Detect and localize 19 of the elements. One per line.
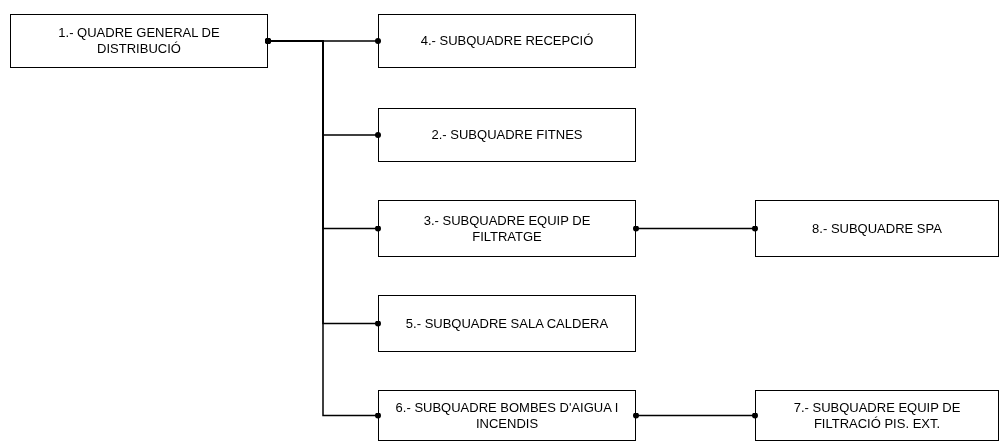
panel-label: 1.- QUADRE GENERAL DE DISTRIBUCIÓ xyxy=(57,25,221,57)
connector-line xyxy=(633,225,758,232)
panel-box xyxy=(378,390,636,441)
panel-box xyxy=(378,200,636,257)
panel-box xyxy=(378,14,636,68)
connector-line xyxy=(633,412,758,419)
panel-label: 8.- SUBQUADRE SPA xyxy=(812,220,942,237)
panel-label: 7.- SUBQUADRE EQUIP DE FILTRACIÓ PIS. EXT. xyxy=(792,399,962,432)
panel-box xyxy=(378,108,636,162)
panel-label: 4.- SUBQUADRE RECEPCIÓ xyxy=(420,33,594,49)
connector-line xyxy=(265,38,381,419)
panel-label: 2.- SUBQUADRE FITNES xyxy=(431,127,583,143)
panel-box xyxy=(10,14,268,68)
panel-box xyxy=(755,200,999,257)
panel-box xyxy=(755,390,999,441)
panel-label: 3.- SUBQUADRE EQUIP DE FILTRATGE xyxy=(422,212,592,245)
panel-label: 5.- SUBQUADRE SALA CALDERA xyxy=(405,315,609,332)
panel-label: 6.- SUBQUADRE BOMBES D'AIGUA I INCENDIS xyxy=(394,399,620,432)
panel-box xyxy=(378,295,636,352)
